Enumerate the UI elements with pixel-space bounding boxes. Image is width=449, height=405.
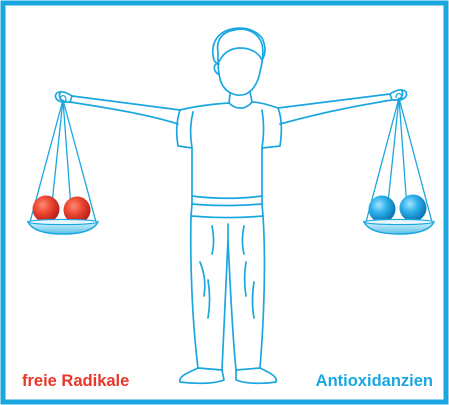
person-figure [55, 28, 406, 383]
right-arm [278, 94, 392, 124]
left-arm [70, 96, 180, 124]
left-scale [28, 96, 98, 235]
right-scale [364, 94, 434, 235]
label-antioxidants: Antioxidanzien [316, 372, 433, 390]
radical-ball [33, 196, 60, 223]
label-free-radicals: freie Radikale [22, 372, 129, 390]
person-hair [213, 28, 265, 63]
person-head [218, 29, 263, 95]
antioxidant-ball [400, 195, 427, 222]
antioxidant-ball [369, 196, 396, 223]
